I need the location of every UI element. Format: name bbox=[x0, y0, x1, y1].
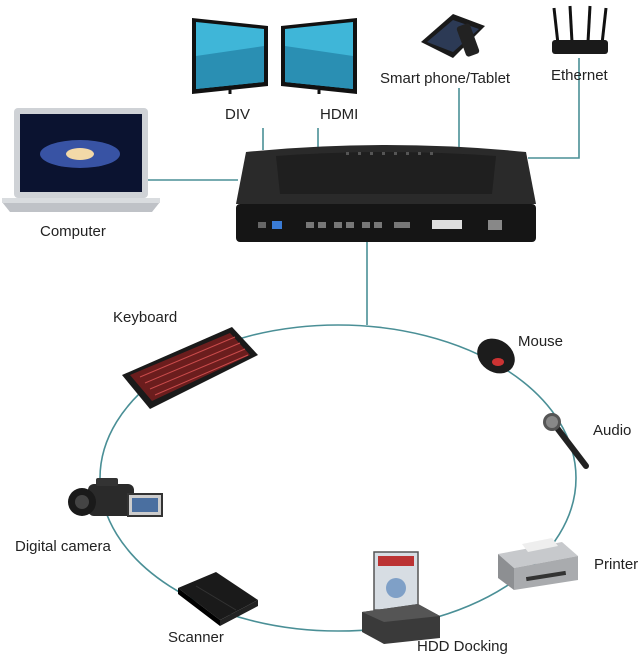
mouse-icon bbox=[470, 332, 522, 380]
printer-icon bbox=[492, 534, 582, 592]
hdmi-label: HDMI bbox=[320, 106, 359, 123]
hdd-docking-label: HDD Docking bbox=[417, 638, 508, 655]
laptop-icon bbox=[2, 106, 160, 214]
keyboard-label: Keyboard bbox=[113, 309, 178, 326]
smartphone-tablet-label: Smart phone/Tablet bbox=[380, 70, 511, 87]
keyboard-icon bbox=[120, 325, 260, 413]
scanner-icon bbox=[176, 570, 260, 626]
hdd-docking-icon bbox=[360, 548, 442, 644]
router-icon bbox=[548, 4, 612, 56]
hdmi-monitor-icon bbox=[279, 16, 359, 94]
smartphone-tablet-icon bbox=[417, 12, 489, 64]
printer-label: Printer bbox=[594, 556, 639, 573]
computer-label: Computer bbox=[40, 223, 106, 240]
mouse-label: Mouse bbox=[518, 333, 564, 350]
digital-camera-label: Digital camera bbox=[15, 538, 111, 555]
audio-label: Audio bbox=[593, 422, 632, 439]
microphone-icon bbox=[540, 412, 592, 470]
div-label: DIV bbox=[225, 106, 251, 123]
scanner-label: Scanner bbox=[168, 629, 224, 646]
ethernet-label: Ethernet bbox=[551, 67, 608, 84]
div-monitor-icon bbox=[190, 16, 270, 94]
digital-camera-icon bbox=[66, 474, 166, 528]
docking-station-device bbox=[236, 144, 536, 244]
